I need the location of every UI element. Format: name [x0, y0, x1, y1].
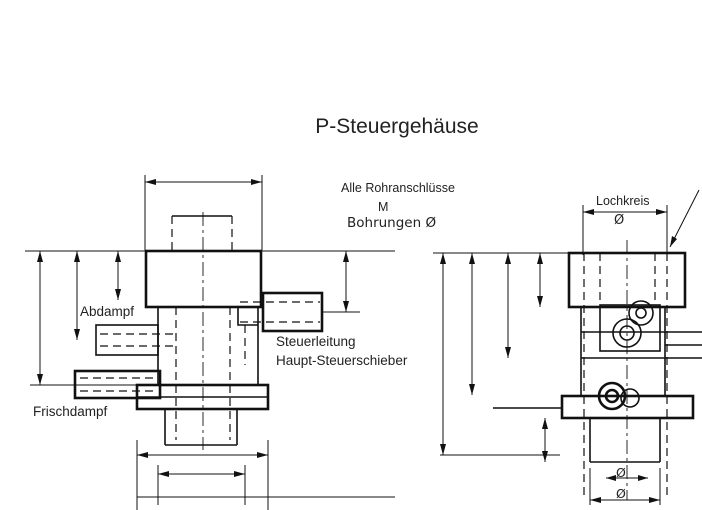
label-bohrungen: Bohrungen Ø	[347, 215, 436, 231]
label-abdampf: Abdampf	[80, 304, 134, 319]
label-lochkreis: Lochkreis	[596, 194, 650, 208]
label-diameter-outer: Ø	[616, 486, 626, 501]
label-haupt-steuerschieber: Haupt-Steuerschieber	[276, 353, 408, 368]
label-frischdampf: Frischdampf	[33, 404, 108, 419]
label-lochkreis-durchmesser: Ø	[614, 213, 624, 228]
label-gewinde: M	[378, 200, 388, 214]
right-view: Lochkreis Ø	[433, 189, 702, 505]
label-diameter-inner: Ø	[616, 465, 626, 480]
connections-note: Alle Rohranschlüsse M Bohrungen Ø	[341, 181, 455, 231]
left-view: Abdampf Steuerleitung Haupt-Steuerschieb…	[25, 175, 408, 510]
label-rohranschluesse: Alle Rohranschlüsse	[341, 181, 455, 195]
label-steuerleitung: Steuerleitung	[276, 334, 356, 349]
drawing-title: P-Steuergehäuse	[315, 115, 478, 138]
